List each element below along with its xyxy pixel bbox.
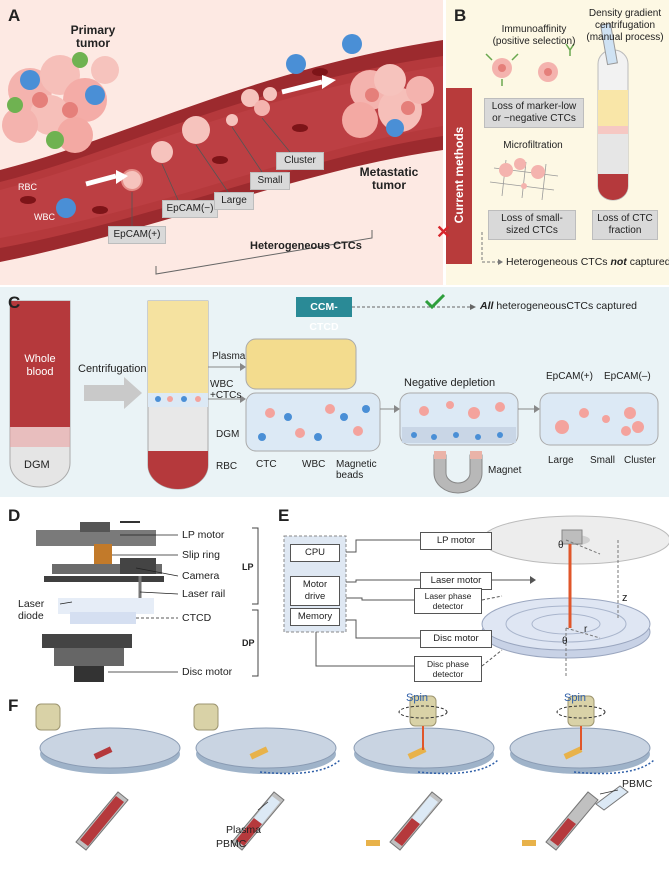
large-box: Large	[214, 192, 254, 210]
dgm-label: DGM	[24, 459, 50, 471]
all-captured-text: heterogeneousCTCs captured	[493, 300, 638, 312]
magnetic-beads-label: Magnetic beads	[336, 459, 377, 481]
panel-a: A Primary tumor Metastatic tumor RBC WBC…	[0, 0, 443, 285]
cluster-label: Cluster	[624, 455, 656, 466]
rbc-label: RBC	[18, 182, 38, 192]
rbc-tube-label: RBC	[216, 461, 238, 472]
pbmc-label-2: PBMC	[622, 778, 653, 790]
cluster-box: Cluster	[276, 152, 324, 170]
lp-bracket-label: LP	[242, 562, 254, 572]
loss-fraction-box: Loss of CTC fraction	[592, 210, 658, 240]
epcam-pos-box: EpCAM(+)	[108, 226, 166, 244]
panel-d: D LP motor Slip ring Camera Laser rail L…	[0, 500, 268, 690]
metastatic-tumor-label: Metastatic tumor	[359, 165, 419, 192]
spin-label-2: Spin	[564, 692, 587, 704]
panel-label-b: B	[454, 6, 467, 25]
red-x-icon: ✕	[436, 222, 452, 242]
pbmc-label-1: PBMC	[216, 838, 247, 850]
panel-e: E CPU Motor drive Memory LP motor Laser …	[270, 500, 669, 690]
device-photo-illustration	[36, 521, 259, 682]
slip-ring-label: Slip ring	[182, 549, 220, 561]
panel-label-d: D	[8, 506, 21, 525]
density-gradient-label: Density gradient centrifugation (manual …	[586, 8, 664, 43]
loss-small-box: Loss of small-sized CTCs	[488, 210, 576, 240]
dgm-tube-label: DGM	[216, 429, 240, 440]
epcam-neg-box: EpCAM(−)	[162, 200, 218, 218]
ccm-ctcd-workflow-illustration	[9, 293, 659, 494]
r-label: r	[584, 624, 588, 635]
panel-f: F Spin Spin Plasma PBMC PBMC	[0, 692, 669, 890]
microfiltration-label: Microfiltration	[503, 140, 563, 151]
camera-label: Camera	[182, 570, 220, 582]
epcam-pos-label: EpCAM(+)	[546, 371, 593, 382]
current-methods-tab: Current methods	[452, 126, 466, 224]
loss-marker-box: Loss of marker-low or −negative CTCs	[484, 98, 584, 128]
panel-label-c: C	[8, 293, 21, 312]
not-captured-text-post: captured	[626, 256, 669, 268]
centrifugation-label: Centrifugation	[78, 363, 147, 375]
heterogeneous-ctcs-label: Heterogeneous CTCs	[250, 240, 362, 252]
all-captured-emphasis: All	[480, 300, 494, 312]
spin-sequence-illustration	[35, 695, 655, 851]
ctcd-label: CTCD	[182, 612, 212, 624]
not-captured-emphasis: not	[610, 256, 627, 268]
magnet-label: Magnet	[488, 465, 522, 476]
panel-c: C CCM-CTCD All heterogeneousCTCs capture…	[0, 287, 669, 497]
small-box: Small	[250, 172, 290, 190]
not-captured-text-pre: Heterogeneous CTCs	[506, 256, 611, 268]
disc-motor-box: Disc motor	[420, 630, 492, 648]
laser-phase-detector-box: Laser phase detector	[414, 588, 482, 614]
wbc-label: WBC	[34, 212, 55, 222]
immunoaffinity-label: Immunoaffinity (positive selection)	[492, 24, 576, 47]
panel-label-a: A	[8, 6, 21, 25]
theta-bottom-label: θ	[562, 636, 568, 647]
panel-label-e: E	[278, 506, 290, 525]
wbc-label: WBC	[302, 459, 326, 470]
wbc-ctcs-label: WBC +CTCs	[210, 379, 242, 401]
plasma-label: Plasma	[226, 824, 262, 836]
motor-drive-box: Motor drive	[290, 576, 340, 606]
dp-bracket-label: DP	[242, 638, 255, 648]
negative-depletion-label: Negative depletion	[404, 377, 496, 389]
spin-label-1: Spin	[406, 692, 429, 704]
disc-phase-detector-box: Disc phase detector	[414, 656, 482, 682]
plasma-label: Plasma	[212, 351, 246, 362]
not-captured-label: Heterogeneous CTCs not captured	[506, 256, 669, 268]
large-label: Large	[548, 455, 574, 466]
memory-box: Memory	[290, 608, 340, 626]
laser-rail-label: Laser rail	[182, 588, 226, 600]
lp-motor-label: LP motor	[182, 529, 225, 541]
panel-label-f: F	[8, 696, 19, 715]
panel-b: B Immunoaffinity (positive selection) De…	[436, 0, 669, 285]
laser-diode-label: Laser diode	[18, 598, 45, 622]
epcam-neg-label: EpCAM(–)	[604, 371, 651, 382]
current-methods-illustration	[446, 22, 629, 265]
whole-blood-label: Whole blood	[24, 353, 56, 378]
blood-vessel-illustration	[0, 34, 443, 275]
z-label: z	[622, 592, 628, 604]
lp-motor-box: LP motor	[420, 532, 492, 550]
primary-tumor-label: Primary tumor	[70, 23, 116, 50]
small-label: Small	[590, 455, 616, 466]
theta-top-label: θ	[558, 540, 564, 551]
all-captured-label: All heterogeneousCTCs captured	[480, 300, 637, 312]
disc-motor-label: Disc motor	[182, 666, 233, 678]
ccm-ctcd-badge: CCM-CTCD	[296, 297, 352, 333]
ctc-label: CTC	[256, 459, 277, 470]
cpu-box: CPU	[290, 544, 340, 562]
